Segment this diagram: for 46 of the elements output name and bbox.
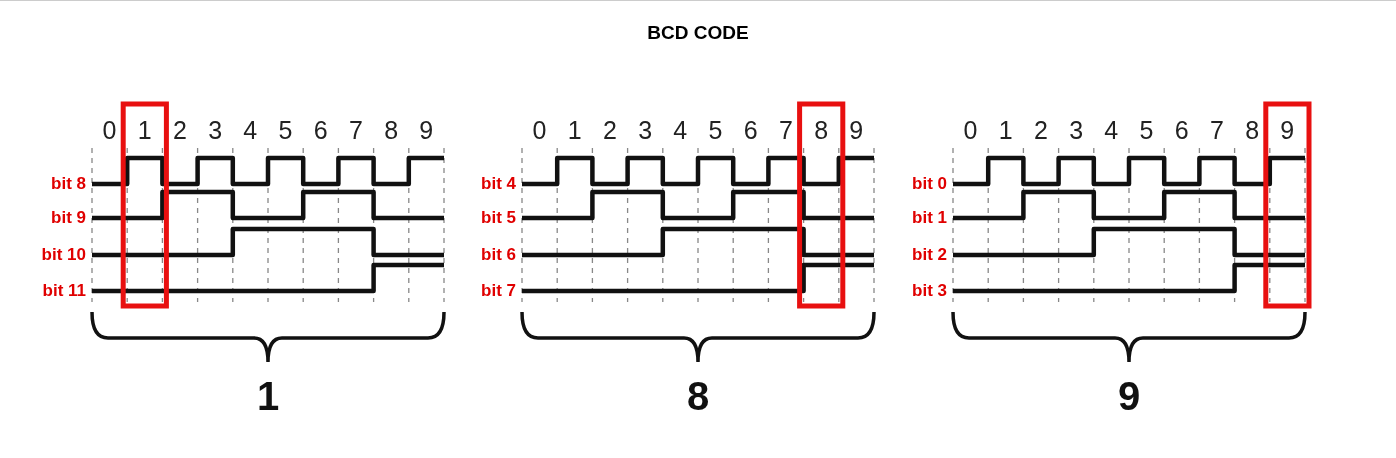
- diagram-title: BCD CODE: [646, 22, 750, 44]
- column-number: 3: [637, 118, 654, 143]
- column-number: 2: [1032, 118, 1049, 143]
- decoded-digit: 9: [1116, 376, 1142, 416]
- signal-label: bit 0: [911, 175, 947, 192]
- column-number: 5: [707, 118, 724, 143]
- column-number: 6: [742, 118, 759, 143]
- decoded-digit: 1: [255, 376, 281, 416]
- column-number: 1: [566, 118, 583, 143]
- column-number: 7: [1208, 118, 1225, 143]
- column-number: 5: [277, 118, 294, 143]
- signal-label: bit 5: [480, 209, 516, 226]
- column-number: 3: [1068, 118, 1085, 143]
- column-number: 9: [848, 118, 865, 143]
- column-number: 3: [207, 118, 224, 143]
- column-number: 2: [171, 118, 188, 143]
- decoded-digit: 8: [685, 376, 711, 416]
- signal-label: bit 9: [50, 209, 86, 226]
- signal-label: bit 1: [911, 209, 947, 226]
- column-number: 0: [101, 118, 118, 143]
- column-number: 7: [347, 118, 364, 143]
- column-number: 2: [601, 118, 618, 143]
- column-number: 0: [962, 118, 979, 143]
- column-number: 8: [813, 118, 830, 143]
- signal-label: bit 4: [480, 175, 516, 192]
- column-number: 0: [531, 118, 548, 143]
- column-number: 4: [242, 118, 259, 143]
- column-number: 9: [1279, 118, 1296, 143]
- column-number: 4: [1103, 118, 1120, 143]
- column-number: 1: [997, 118, 1014, 143]
- column-number: 7: [777, 118, 794, 143]
- column-number: 6: [1173, 118, 1190, 143]
- column-number: 4: [672, 118, 689, 143]
- column-number: 9: [418, 118, 435, 143]
- signal-label: bit 2: [911, 246, 947, 263]
- column-number: 5: [1138, 118, 1155, 143]
- signal-label: bit 7: [480, 282, 516, 299]
- signal-label: bit 11: [41, 282, 86, 299]
- signal-label: bit 8: [50, 175, 86, 192]
- signal-label: bit 6: [480, 246, 516, 263]
- column-number: 6: [312, 118, 329, 143]
- signal-label: bit 10: [40, 246, 86, 263]
- column-number: 8: [1244, 118, 1261, 143]
- column-number: 1: [136, 118, 153, 143]
- signal-label: bit 3: [911, 282, 947, 299]
- column-number: 8: [383, 118, 400, 143]
